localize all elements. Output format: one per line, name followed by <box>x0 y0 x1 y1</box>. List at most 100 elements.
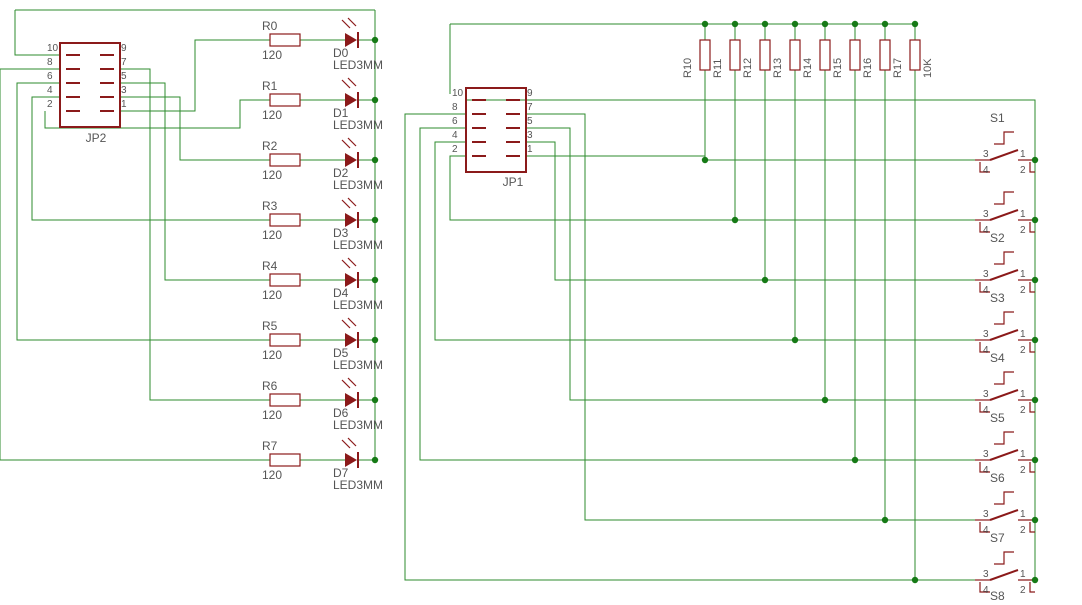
pullup-top-junction <box>761 20 769 28</box>
led-name-d7: D7 <box>333 466 349 480</box>
pullup-body <box>759 39 771 71</box>
pullup-switch-junction <box>911 576 919 584</box>
led-arrow-d0 <box>341 19 351 29</box>
switch-pin-1: 1 <box>1020 149 1026 160</box>
led-arrow-d5 <box>347 317 357 327</box>
led-arrow-d1 <box>347 77 357 87</box>
jp2-pin-number: 9 <box>121 43 127 54</box>
led-name-d1: D1 <box>333 106 349 120</box>
switch-rail-junction <box>1031 576 1039 584</box>
jp1-pin-number: 6 <box>452 116 458 127</box>
switch-pin4-lead <box>979 282 990 293</box>
jp2-to-r7 <box>0 68 250 461</box>
junctions-layer <box>371 20 1039 584</box>
switch-blade <box>989 149 1019 161</box>
jp2-header-body <box>59 42 121 128</box>
pullup-switch-junction <box>761 276 769 284</box>
resistor-value-r1: 120 <box>262 108 282 122</box>
switch-rail-junction <box>1031 516 1039 524</box>
jp1-pin-number: 1 <box>527 144 533 155</box>
led-rail-junction <box>371 216 379 224</box>
switch-pin-1: 1 <box>1020 569 1026 580</box>
resistor-name-r1: R1 <box>262 79 278 93</box>
switch-pin-3: 3 <box>983 449 989 460</box>
switch-pin2-lead <box>1029 282 1035 293</box>
jp2-pin-number: 5 <box>121 71 127 82</box>
jp1-label: JP1 <box>503 175 524 189</box>
switch-pin-4: 4 <box>983 165 989 176</box>
pullup-label: R16 <box>862 58 874 78</box>
led-arrow-d6 <box>341 379 351 389</box>
jp1-pin-number: 9 <box>527 88 533 99</box>
resistor-value-r6: 120 <box>262 408 282 422</box>
switch-blade <box>989 389 1019 401</box>
switch-pin4-lead <box>979 462 990 473</box>
jp2-pin-number: 8 <box>47 57 53 68</box>
led-value-d3: LED3MM <box>333 238 383 252</box>
pullup-body <box>849 39 861 71</box>
led-name-d5: D5 <box>333 346 349 360</box>
switch-actuator <box>994 311 1014 325</box>
switch-pin-3: 3 <box>983 569 989 580</box>
switch-pin-4: 4 <box>983 525 989 536</box>
led-triangle-d0 <box>345 33 357 47</box>
led-rail-junction <box>371 336 379 344</box>
led-arrow-d0 <box>347 17 357 27</box>
pullup-top-junction <box>911 20 919 28</box>
resistor-name-r7: R7 <box>262 439 278 453</box>
resistor-name-r6: R6 <box>262 379 278 393</box>
switch-pin-1: 1 <box>1020 269 1026 280</box>
switch-pin-2: 2 <box>1020 525 1026 536</box>
resistor-body-r7 <box>269 453 301 467</box>
resistor-value-r3: 120 <box>262 228 282 242</box>
pullup-top-junction <box>821 20 829 28</box>
switch-pin-4: 4 <box>983 225 989 236</box>
switch-pin4-lead <box>979 402 990 413</box>
jp2-pin10-wire <box>14 10 60 56</box>
switch-blade <box>989 209 1019 221</box>
pullup-body <box>879 39 891 71</box>
jp1-to-s7 <box>526 113 975 521</box>
jp2-to-r3 <box>31 96 250 221</box>
jp1-to-s1 <box>526 155 975 161</box>
pullup-top-junction <box>701 20 709 28</box>
switch-pin4-lead <box>979 582 990 593</box>
jp2-pin-number: 10 <box>47 43 59 54</box>
switch-pin-2: 2 <box>1020 345 1026 356</box>
led-triangle-d7 <box>345 453 357 467</box>
switch-blade <box>989 329 1019 341</box>
jp2-to-r6 <box>120 68 250 401</box>
led-arrow-d7 <box>347 437 357 447</box>
switch-pin4-lead <box>979 342 990 353</box>
switch-pin2-lead <box>1029 222 1035 233</box>
pullup-switch-junction <box>881 516 889 524</box>
switch-name-s4: S4 <box>990 351 1005 365</box>
led-arrow-d6 <box>347 377 357 387</box>
switch-pin2-lead <box>1029 462 1035 473</box>
switch-pin-4: 4 <box>983 285 989 296</box>
switch-pin2-lead <box>1029 522 1035 533</box>
pullup-label: R12 <box>742 58 754 78</box>
switch-pin-1: 1 <box>1020 389 1026 400</box>
switch-pin-4: 4 <box>983 345 989 356</box>
jp1-to-s3 <box>526 141 975 281</box>
switch-actuator <box>994 431 1014 445</box>
switch-name-s6: S6 <box>990 471 1005 485</box>
pullup-label: R11 <box>712 59 724 78</box>
resistor-name-r2: R2 <box>262 139 278 153</box>
resistor-body-r6 <box>269 393 301 407</box>
led-arrow-d2 <box>341 139 351 149</box>
pullup-top-junction <box>851 20 859 28</box>
led-triangle-d4 <box>345 273 357 287</box>
pullup-body <box>909 39 921 71</box>
resistor-value-r4: 120 <box>262 288 282 302</box>
switch-pin-3: 3 <box>983 149 989 160</box>
jp2-to-r1 <box>44 99 250 129</box>
pullup-top-junction <box>731 20 739 28</box>
switch-name-s5: S5 <box>990 411 1005 425</box>
switch-pin-2: 2 <box>1020 225 1026 236</box>
switch-blade <box>989 509 1019 521</box>
resistor-name-r3: R3 <box>262 199 278 213</box>
parts-layer <box>59 17 1035 593</box>
